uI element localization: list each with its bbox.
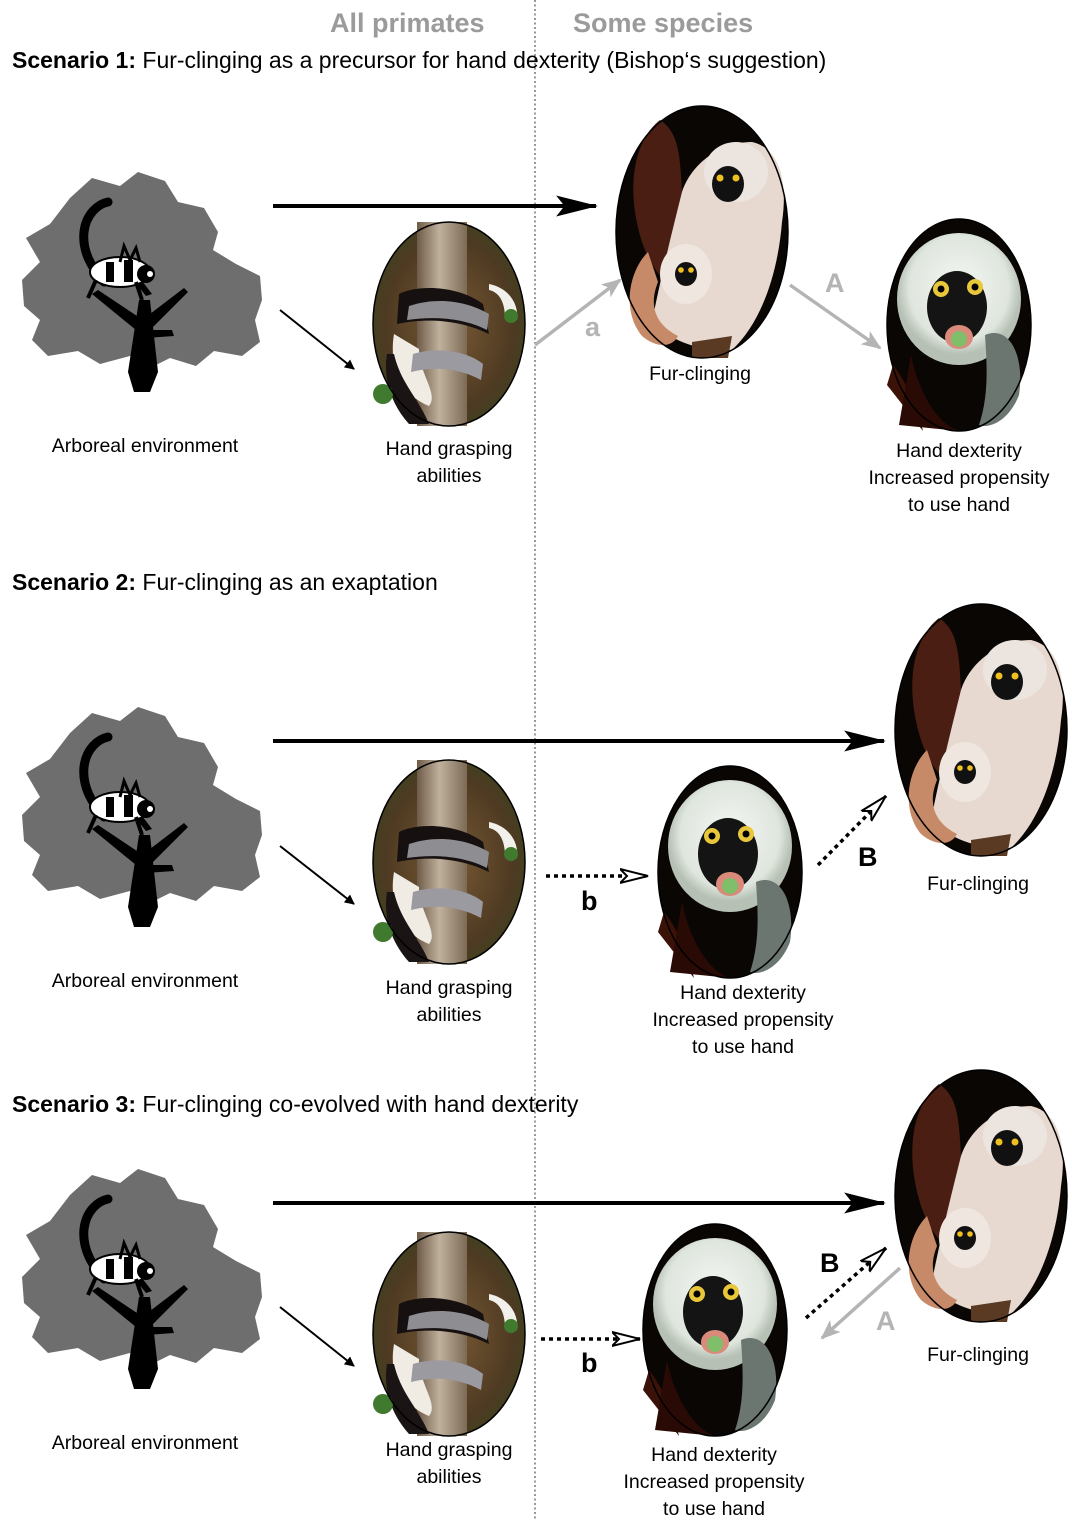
mother-infant-sifaka-photo (895, 604, 1067, 856)
arrow-arboreal-to-grasping (280, 1307, 354, 1366)
scenario-1-graphics: a A (22, 106, 1031, 431)
scenario-3-number: Scenario 3: (12, 1091, 136, 1117)
mother-infant-sifaka-photo (616, 106, 788, 358)
scenario-3-title: Scenario 3: Fur-clinging co-evolved with… (12, 1091, 578, 1118)
arrow-b-label: b (581, 886, 598, 916)
sifaka-face-photo (658, 766, 802, 978)
scenario-2-title: Scenario 2: Fur-clinging as an exaptatio… (12, 569, 438, 596)
scenario-2-number: Scenario 2: (12, 569, 136, 595)
arrow-A-label: A (825, 268, 845, 298)
label-fur-clinging: Fur-clinging (878, 871, 1072, 898)
sifaka-face-photo (887, 219, 1031, 431)
label-hand-dexterity: Hand dexterityIncreased propensityto use… (599, 1442, 829, 1523)
label-fur-clinging: Fur-clinging (600, 361, 800, 388)
arrow-B-label: B (858, 842, 878, 872)
arrow-A-label: A (876, 1306, 896, 1336)
arrow-b-label: b (581, 1348, 598, 1378)
arrow-a-label: a (585, 312, 601, 342)
mother-infant-sifaka-photo (895, 1070, 1067, 1322)
tree-with-lemur-icon (22, 1169, 262, 1389)
label-fur-clinging: Fur-clinging (878, 1342, 1072, 1369)
column-header-all-primates: All primates (330, 8, 485, 39)
scenario-1-text: Fur-clinging as a precursor for hand dex… (136, 47, 826, 73)
scenario-1-number: Scenario 1: (12, 47, 136, 73)
label-hand-grasping: Hand graspingabilities (349, 436, 549, 490)
tree-with-lemur-icon (22, 172, 262, 392)
tree-with-lemur-icon (22, 707, 262, 927)
sifaka-face-photo (643, 1224, 787, 1436)
arrow-B-label: B (820, 1248, 840, 1278)
label-arboreal-environment: Arboreal environment (40, 1430, 250, 1457)
arrow-arboreal-to-grasping (280, 846, 354, 904)
lemur-grasping-trunk-photo (373, 222, 525, 426)
arrow-arboreal-to-grasping (280, 310, 354, 369)
scenario-2-graphics: b B (22, 604, 1067, 978)
label-hand-grasping: Hand graspingabilities (349, 975, 549, 1029)
column-header-some-species: Some species (573, 8, 753, 39)
scenario-1-title: Scenario 1: Fur-clinging as a precursor … (12, 47, 826, 74)
lemur-grasping-trunk-photo (373, 760, 525, 964)
arrow-B (806, 1248, 886, 1318)
label-arboreal-environment: Arboreal environment (40, 433, 250, 460)
scenario-3-graphics: b B A (22, 1070, 1067, 1436)
label-hand-grasping: Hand graspingabilities (349, 1437, 549, 1491)
label-hand-dexterity: Hand dexterityIncreased propensityto use… (844, 438, 1072, 519)
scenario-3-text: Fur-clinging co-evolved with hand dexter… (136, 1091, 578, 1117)
scenario-2-text: Fur-clinging as an exaptation (136, 569, 438, 595)
lemur-grasping-trunk-photo (373, 1232, 525, 1436)
label-arboreal-environment: Arboreal environment (40, 968, 250, 995)
arrow-a (535, 280, 620, 345)
label-hand-dexterity: Hand dexterityIncreased propensityto use… (628, 980, 858, 1061)
